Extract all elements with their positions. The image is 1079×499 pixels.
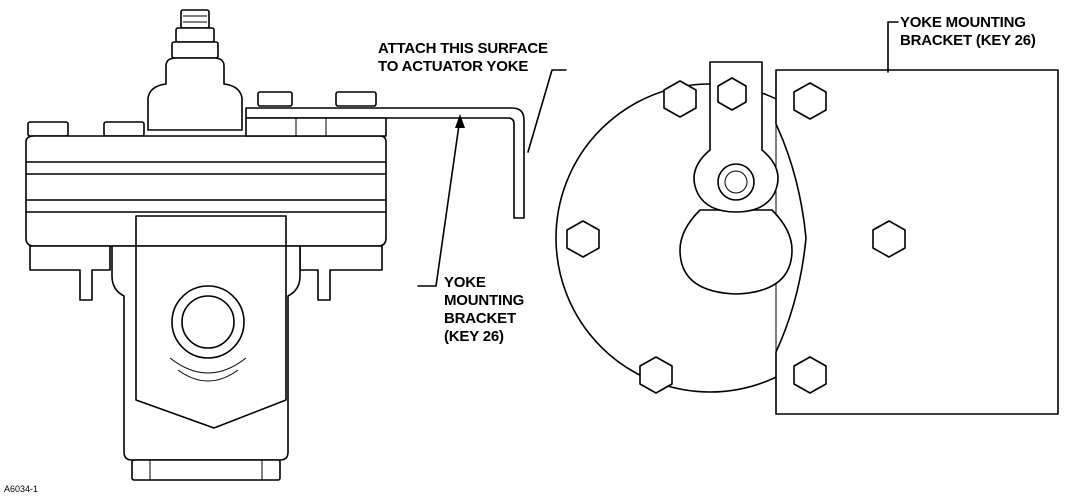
side-bracket-label-line2: MOUNTING <box>444 292 525 309</box>
side-bracket-label-line1: YOKE <box>444 274 486 291</box>
positioner-face-view <box>555 61 1059 415</box>
figure-reference: A6034-1 <box>4 484 39 494</box>
positioner-side-view <box>25 9 525 481</box>
leader-lines <box>417 21 899 287</box>
top-bracket-label-line1: YOKE MOUNTING <box>900 14 1026 31</box>
side-bracket-label-line4: (KEY 26) <box>444 328 504 345</box>
side-bracket-label-line3: BRACKET <box>444 310 516 327</box>
attach-surface-label-line2: TO ACTUATOR YOKE <box>378 58 529 75</box>
top-bracket-label-line2: BRACKET (KEY 26) <box>900 32 1036 49</box>
attach-surface-label-line1: ATTACH THIS SURFACE <box>378 40 548 57</box>
